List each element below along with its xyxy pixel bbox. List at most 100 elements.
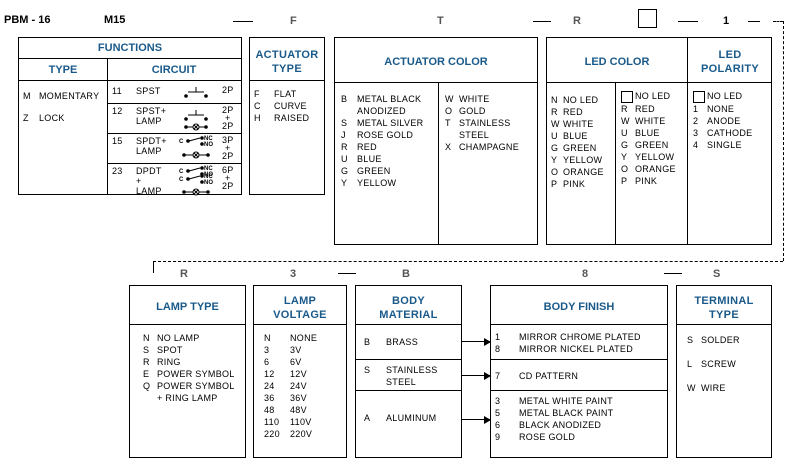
item-code: G (621, 139, 629, 150)
item-code: U (621, 127, 628, 138)
svg-text:C: C (179, 169, 184, 175)
svg-text:NC: NC (204, 174, 213, 180)
arrow-icon (462, 416, 491, 424)
item-label: SINGLE (707, 139, 742, 150)
circuit-poles: 2P + 2P (222, 105, 234, 131)
circuit-number: 12 (112, 106, 123, 116)
svg-text:C: C (179, 177, 184, 183)
item-label: RAISED (274, 113, 310, 123)
item-code: Z (23, 113, 29, 123)
item-label: ROSE GOLD (519, 432, 576, 442)
item-label: ANODE (707, 115, 741, 126)
item-label: ORANGE (563, 167, 604, 177)
item-code: H (254, 113, 261, 123)
actuator-color-title: ACTUATOR COLOR (384, 56, 488, 68)
circuit-poles: 6P + 2P (222, 165, 234, 191)
item-code: 4 (693, 139, 699, 150)
svg-text:NO: NO (204, 180, 213, 186)
led-polarity-title: LED POLARITY (700, 49, 759, 75)
connector-line (773, 21, 783, 22)
item-label: WHITE (635, 115, 666, 126)
item-label: BLACK ANODIZED (519, 420, 602, 430)
item-label: GREEN (563, 143, 597, 153)
item-label: LOCK (39, 113, 65, 123)
code-terminal-type: S (713, 268, 721, 280)
led-color-code-checkbox (638, 9, 657, 28)
item-code: W (551, 119, 560, 129)
item-label: 6V (290, 357, 302, 367)
switch-schematic-icon (184, 110, 208, 131)
item-label: BLUE (357, 154, 382, 164)
type-header: TYPE (48, 64, 78, 76)
circuit-poles: 2P (222, 85, 234, 95)
item-label: BRASS (386, 337, 419, 347)
item-label: CHAMPAGNE (459, 142, 520, 152)
item-code: 3 (693, 127, 699, 138)
item-label: RING (157, 357, 181, 367)
item-label: 24V (290, 381, 307, 391)
item-label: METAL BLACK PAINT (519, 408, 614, 418)
item-label: 12V (290, 369, 307, 379)
code-body-finish: 8 (582, 268, 589, 280)
item-code: 1 (495, 332, 501, 342)
item-label: NO LED (635, 91, 671, 101)
body-finish-title: BODY FINISH (543, 301, 615, 313)
item-code: M (23, 91, 31, 101)
item-label: ROSE GOLD (357, 130, 414, 140)
item-code: F (254, 89, 260, 99)
item-label: RED (357, 142, 377, 152)
item-label: YELLOW (357, 178, 397, 188)
actuator-type-item: H RAISED (254, 112, 309, 124)
code-actuator-color: T (437, 15, 444, 27)
item-label: 48V (290, 405, 307, 415)
item-label: STAINLESS STEEL (459, 118, 511, 140)
code-lamp-type: R (180, 268, 188, 280)
connector-line (783, 21, 784, 261)
item-code: 8 (495, 344, 501, 354)
item-code: 1 (693, 103, 699, 114)
item-label: MIRROR CHROME PLATED (519, 332, 641, 342)
item-label: METAL WHITE PAINT (519, 396, 613, 406)
code-lamp-voltage: 3 (290, 268, 297, 280)
svg-text:C: C (179, 139, 184, 145)
code-body-material: B (402, 268, 410, 280)
item-code: N (143, 333, 150, 343)
item-label: YELLOW (635, 151, 675, 162)
separator-dash (338, 273, 356, 274)
item-label: SPOT (157, 345, 183, 355)
item-code: O (445, 106, 453, 116)
circuit-label: SPST (136, 86, 161, 96)
item-code: A (364, 413, 371, 423)
item-label: 3V (290, 345, 302, 355)
separator-dash (233, 21, 253, 22)
